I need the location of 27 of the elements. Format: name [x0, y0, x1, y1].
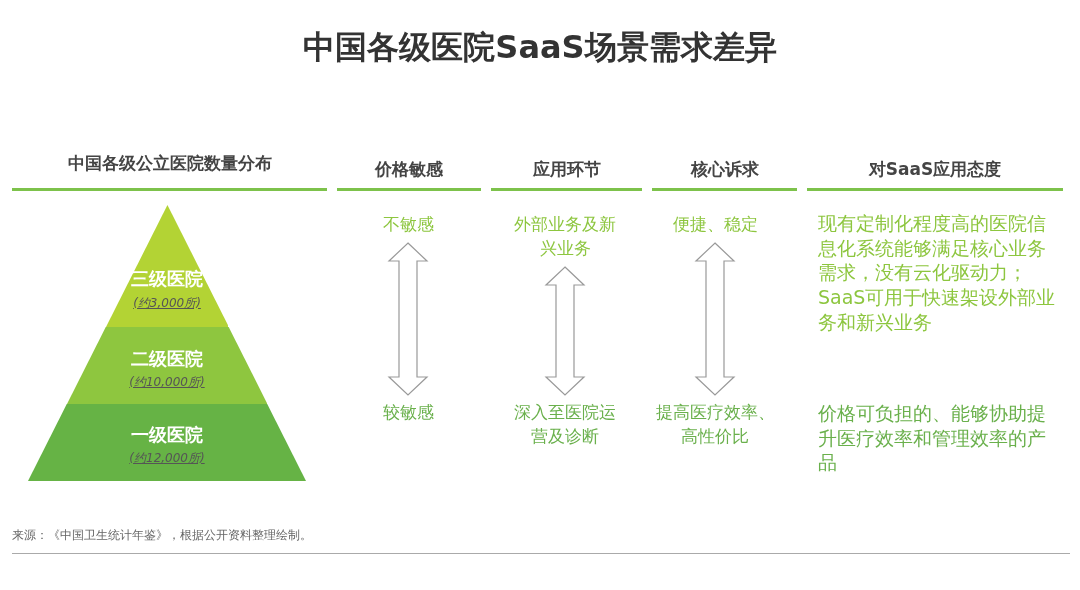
column-text: 不敏感	[348, 213, 468, 237]
pyramid-tier	[66, 327, 268, 404]
column-text: 深入至医院运营及诊断	[510, 401, 620, 449]
pyramid-tier	[105, 205, 229, 327]
column-header: 对SaaS应用态度	[867, 158, 1003, 181]
pyramid-tier	[28, 404, 306, 481]
double-arrow	[544, 266, 586, 396]
hospital-level: 二级医院	[130, 347, 204, 371]
column-header: 中国各级公立医院数量分布	[66, 152, 273, 175]
title: 中国各级医院SaaS场景需求差异	[302, 27, 778, 68]
hospital-level: 三级医院	[130, 267, 204, 291]
column-text: 提高医疗效率、高性价比	[652, 401, 778, 449]
column-header: 核心诉求	[689, 158, 760, 181]
double-arrow	[694, 242, 736, 396]
column-text: 较敏感	[348, 401, 468, 425]
double-arrow	[387, 242, 429, 396]
column-header: 应用环节	[531, 158, 602, 181]
hospital-level: 一级医院	[130, 423, 204, 447]
column-text: 价格可负担的、能够协助提升医疗效率和管理效率的产品	[818, 401, 1047, 476]
column-header: 价格敏感	[373, 158, 444, 181]
hospital-count: (约10,000所)	[128, 374, 206, 391]
hospital-count: (约12,000所)	[128, 450, 206, 467]
column-text: 现有定制化程度高的医院信息化系统能够满足核心业务需求，没有云化驱动力；SaaS可用于快速架设外部业务和新兴业务	[818, 211, 1057, 335]
source-note: 来源：《中国卫生统计年鉴》，根据公开资料整理绘制。	[12, 527, 312, 544]
column-text: 便捷、稳定	[652, 213, 778, 237]
hospital-count: (约3,000所)	[132, 295, 202, 312]
column-text: 外部业务及新兴业务	[510, 213, 620, 261]
